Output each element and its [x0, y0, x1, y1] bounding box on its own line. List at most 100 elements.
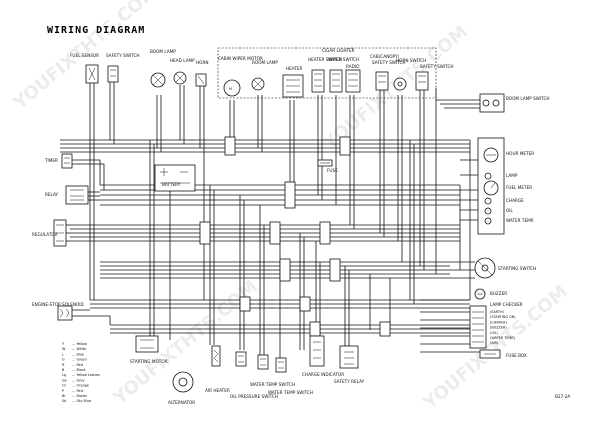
- radio-label: RADIO: [346, 64, 360, 69]
- relay: [65, 185, 89, 205]
- legend-color-name: … Brown: [72, 394, 87, 398]
- lamp-checker-item: (BUZZER): [490, 326, 507, 330]
- horn: [195, 73, 207, 87]
- charge-indicator-label: CHARGE INDICATOR: [302, 372, 344, 377]
- legend-code: Br: [62, 394, 66, 398]
- oil-pressure-switch-label: OIL PRESSURE SWITCH: [230, 394, 278, 399]
- fuse-label: FUSE: [327, 168, 338, 173]
- oil-label: OIL: [506, 208, 514, 213]
- safety-switch-1-label: SAFETY SWITCH: [106, 53, 140, 58]
- buzzer: [474, 288, 486, 300]
- legend-color-name: … Green: [72, 358, 87, 362]
- starting-motor-label: STARTING MOTOR: [130, 359, 168, 364]
- hour-meter-label: HOUR METER: [506, 151, 534, 156]
- wiper-switch: [329, 69, 343, 93]
- wire-harness: [60, 82, 480, 360]
- legend-code: Sb: [62, 399, 66, 403]
- safety-switch-2-label: SAFETY SWITCH: [372, 60, 406, 65]
- cabin-wiper-motor-label: CABIN WIPER MOTOR: [218, 56, 263, 61]
- wiper-switch-label: WIPER SWITCH: [328, 57, 359, 62]
- heater-switch: [311, 69, 325, 93]
- lamp-checker-item: (OIL): [490, 331, 499, 335]
- timer-label: TIMER: [44, 158, 58, 163]
- starting-motor: [135, 335, 159, 353]
- legend-code: Or: [62, 384, 67, 388]
- engine-stop-solenoid-label: ENGINE-STOP SOLENOID: [32, 302, 84, 307]
- head-lamp-label: HEAD LAMP: [170, 58, 195, 63]
- starting-switch: [474, 257, 496, 279]
- cabin-wiper-motor: M: [223, 79, 241, 97]
- room-lamp-label: ROOM LAMP: [252, 60, 278, 65]
- charge-lamp: [484, 197, 492, 205]
- regulator: [53, 219, 67, 247]
- water-temp-label: WATER TEMP.: [506, 218, 534, 223]
- horn-label: HORN: [196, 60, 209, 65]
- legend-code: Gy: [62, 378, 67, 382]
- legend-code: Lg: [62, 373, 66, 377]
- battery-label: BATTERY: [162, 182, 181, 187]
- lamp-checker: [469, 305, 487, 349]
- legend-color-name: … Blue: [72, 352, 84, 356]
- cab-canopy-label: CAB(CANOPY): [370, 54, 400, 59]
- svg-text:M: M: [229, 87, 232, 91]
- water-temp-switch-1: [257, 354, 269, 370]
- radio: [345, 69, 361, 93]
- fuel-meter-label: FUEL METER: [506, 185, 532, 190]
- legend-code: R: [62, 363, 65, 367]
- fuse-box-label: FUSE BOX: [506, 353, 527, 358]
- heater: [282, 74, 304, 98]
- lamp-checker-item: (AIR): [490, 341, 499, 345]
- legend-code: G: [62, 358, 65, 362]
- boom-lamp-switch: [479, 93, 505, 113]
- fuse: [317, 159, 333, 167]
- page-code: B27-2A: [555, 394, 570, 399]
- lamp-checker-items: (EARTH)(STARTING ON)(CHARGE) (BUZZER)(OIL…: [490, 310, 516, 345]
- battery: [154, 164, 196, 192]
- legend-color-name: … White: [72, 347, 86, 351]
- lamp-checker-label: LAMP CHECKER: [490, 302, 523, 307]
- safety-relay: [339, 345, 359, 369]
- timer: [61, 153, 73, 169]
- safety-switch-2: [375, 71, 389, 91]
- safety-switch-3: [415, 71, 429, 91]
- water-temp-lamp: [484, 217, 492, 225]
- fuel-sensor: [85, 64, 99, 84]
- oil-lamp: [484, 207, 492, 215]
- charge-label: CHARGE: [506, 198, 524, 203]
- engine-stop-solenoid: [57, 305, 73, 321]
- heater-label: HEATER: [286, 66, 303, 71]
- oil-pressure-switch: [235, 351, 247, 367]
- fuse-box: [479, 349, 501, 359]
- room-lamp: [251, 77, 265, 91]
- lamp-checker-item: (CHARGE): [490, 320, 508, 324]
- legend-code: P: [62, 389, 64, 393]
- legend-code: L: [62, 352, 64, 356]
- legend-code: B: [62, 368, 65, 372]
- alternator: [172, 371, 194, 393]
- air-heater: [211, 345, 221, 367]
- lamp-checker-item: (EARTH): [490, 310, 505, 314]
- water-temp-switch-2: [275, 357, 287, 373]
- relay-label: RELAY: [45, 192, 59, 197]
- legend-color-name: … Grey: [72, 378, 85, 382]
- water-temp-switch-2-label: WATER TEMP SWITCH: [268, 390, 313, 395]
- hour-meter: [483, 147, 499, 163]
- lamp-checker-item: (STARTING ON): [490, 315, 516, 319]
- legend-color-name: … Yellow: [72, 342, 87, 346]
- legend-color-name: … Pink: [72, 389, 84, 393]
- fuel-sensor-label: FUEL SENSOR: [70, 53, 99, 58]
- safety-switch-1: [107, 65, 119, 83]
- legend-color-name: … Sky Blue: [72, 399, 91, 403]
- legend-code: W: [62, 347, 66, 351]
- regulator-label: REGULATOR: [32, 232, 58, 237]
- head-lamp: [173, 71, 187, 85]
- diagram-title: WIRING DIAGRAM: [47, 25, 145, 36]
- boom-lamp-label: BOOM LAMP: [150, 49, 176, 54]
- cab-canopy-enclosure: [217, 47, 437, 99]
- legend-color-name: … Yellow Leaves: [72, 373, 100, 377]
- cigar-lighter-label: CIGAR LIGHTER: [322, 48, 355, 53]
- legend-color-name: … Orange: [72, 384, 89, 388]
- starting-switch-label: STARTING SWITCH: [498, 266, 536, 271]
